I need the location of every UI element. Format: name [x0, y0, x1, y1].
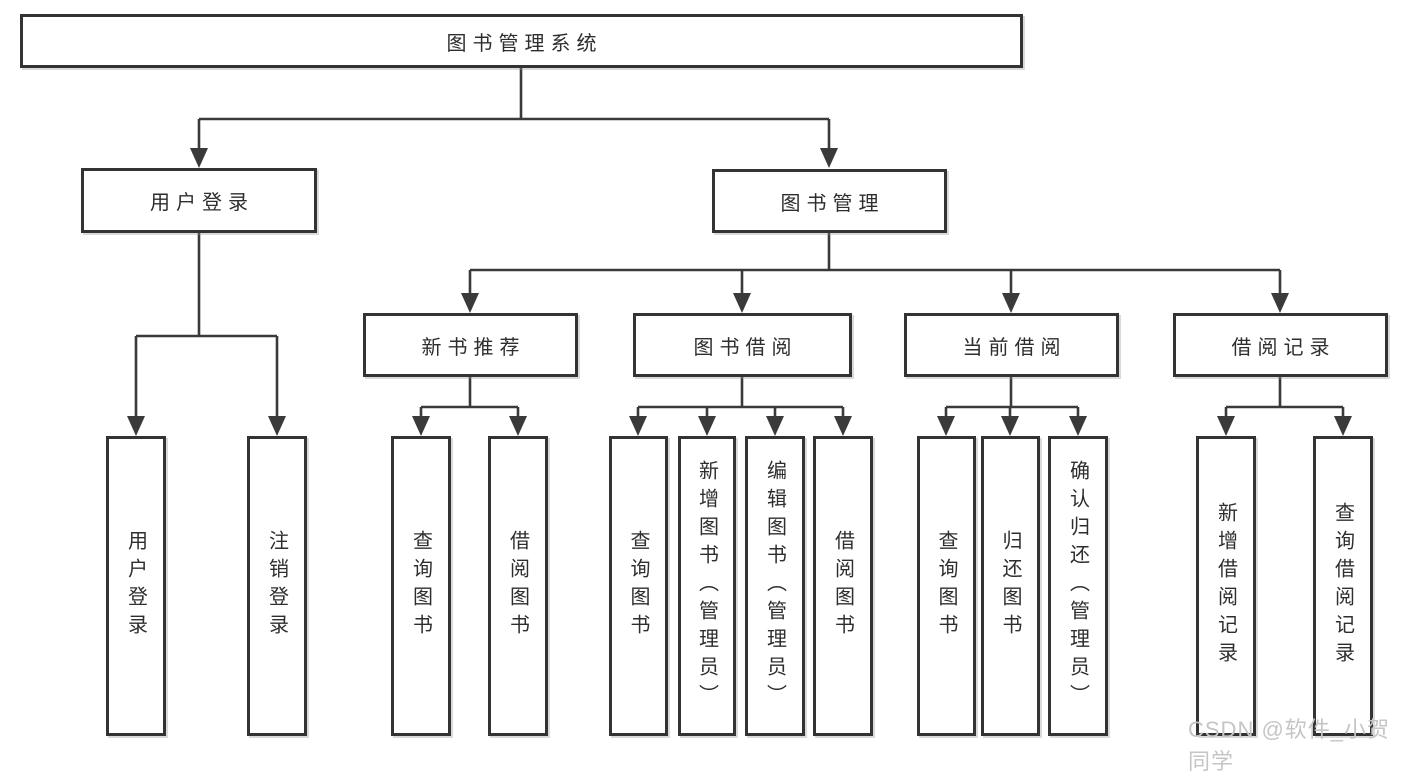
node-leaf-add-book-admin: 新增图书（管理员）: [678, 436, 736, 736]
arrow-icon: [268, 416, 286, 436]
connector-root: [197, 68, 831, 150]
node-current-borrow: 当前借阅: [904, 313, 1119, 377]
arrow-icon: [820, 148, 838, 168]
arrow-icon: [698, 416, 716, 436]
node-leaf-confirm-return-admin: 确认归还（管理员）: [1048, 436, 1108, 736]
connector-book-borrow: [636, 377, 845, 418]
arrow-icon: [1069, 416, 1087, 436]
arrowheads: [127, 148, 1352, 436]
node-leaf-borrow-books-2: 借阅图书: [813, 436, 873, 736]
connector-current-borrow: [944, 377, 1080, 418]
arrow-icon: [127, 416, 145, 436]
connector-user-login: [134, 233, 279, 418]
node-borrow-records: 借阅记录: [1173, 313, 1388, 377]
arrow-icon: [834, 416, 852, 436]
node-leaf-query-books-2: 查询图书: [609, 436, 668, 736]
node-leaf-return-book: 归还图书: [981, 436, 1040, 736]
node-root: 图书管理系统: [20, 14, 1023, 68]
arrow-icon: [190, 148, 208, 168]
node-user-login-branch: 用户登录: [81, 168, 317, 233]
node-leaf-add-borrow-record: 新增借阅记录: [1196, 436, 1256, 736]
watermark-text: CSDN @软件_小贺同学: [1188, 717, 1391, 774]
arrow-icon: [1002, 293, 1020, 313]
arrow-icon: [733, 293, 751, 313]
node-new-book-recommend: 新书推荐: [363, 313, 578, 377]
arrow-icon: [937, 416, 955, 436]
arrow-icon: [461, 293, 479, 313]
diagram-canvas: 图书管理系统 用户登录 图书管理 新书推荐 图书借阅 当前借阅 借阅记录 用户登…: [20, 14, 1390, 774]
arrow-icon: [1271, 293, 1289, 313]
arrow-icon: [766, 416, 784, 436]
node-leaf-edit-book-admin: 编辑图书（管理员）: [745, 436, 805, 736]
connector-new-book-recommend: [419, 377, 520, 418]
node-leaf-query-books-1: 查询图书: [391, 436, 451, 736]
node-book-management-branch: 图书管理: [712, 169, 947, 233]
arrow-icon: [509, 416, 527, 436]
arrow-icon: [629, 416, 647, 436]
connector-lines: [127, 68, 1352, 436]
node-leaf-query-borrow-record: 查询借阅记录: [1313, 436, 1373, 736]
arrow-icon: [412, 416, 430, 436]
arrow-icon: [1001, 416, 1019, 436]
node-leaf-query-books-3: 查询图书: [917, 436, 976, 736]
connector-borrow-records: [1224, 377, 1345, 418]
node-leaf-user-login: 用户登录: [106, 436, 166, 736]
arrow-icon: [1334, 416, 1352, 436]
connector-book-management: [468, 233, 1282, 295]
node-leaf-borrow-books-1: 借阅图书: [488, 436, 548, 736]
arrow-icon: [1217, 416, 1235, 436]
node-book-borrow: 图书借阅: [633, 313, 852, 377]
node-leaf-logout: 注销登录: [247, 436, 307, 736]
